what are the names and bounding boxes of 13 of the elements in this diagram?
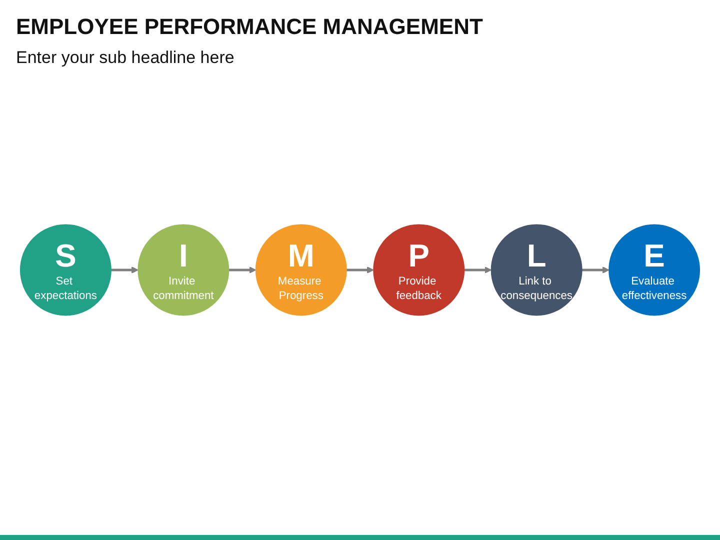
arrow <box>346 266 374 274</box>
node-circle: L Link to consequences <box>490 224 582 316</box>
arrow <box>228 266 256 274</box>
node-circle: I Invite commitment <box>138 224 230 316</box>
node-circle: M Measure Progress <box>255 224 347 316</box>
arrow <box>582 266 610 274</box>
node-circle: S Set expectations <box>20 224 112 316</box>
arrow <box>111 266 138 274</box>
title: EMPLOYEE PERFORMANCE MANAGEMENT <box>16 14 483 40</box>
subheadline: Enter your sub headline here <box>16 48 234 68</box>
arrow <box>464 266 492 274</box>
node-circle: E Evaluate effectiveness <box>608 224 700 316</box>
node-circle: P Provide feedback <box>373 224 465 316</box>
